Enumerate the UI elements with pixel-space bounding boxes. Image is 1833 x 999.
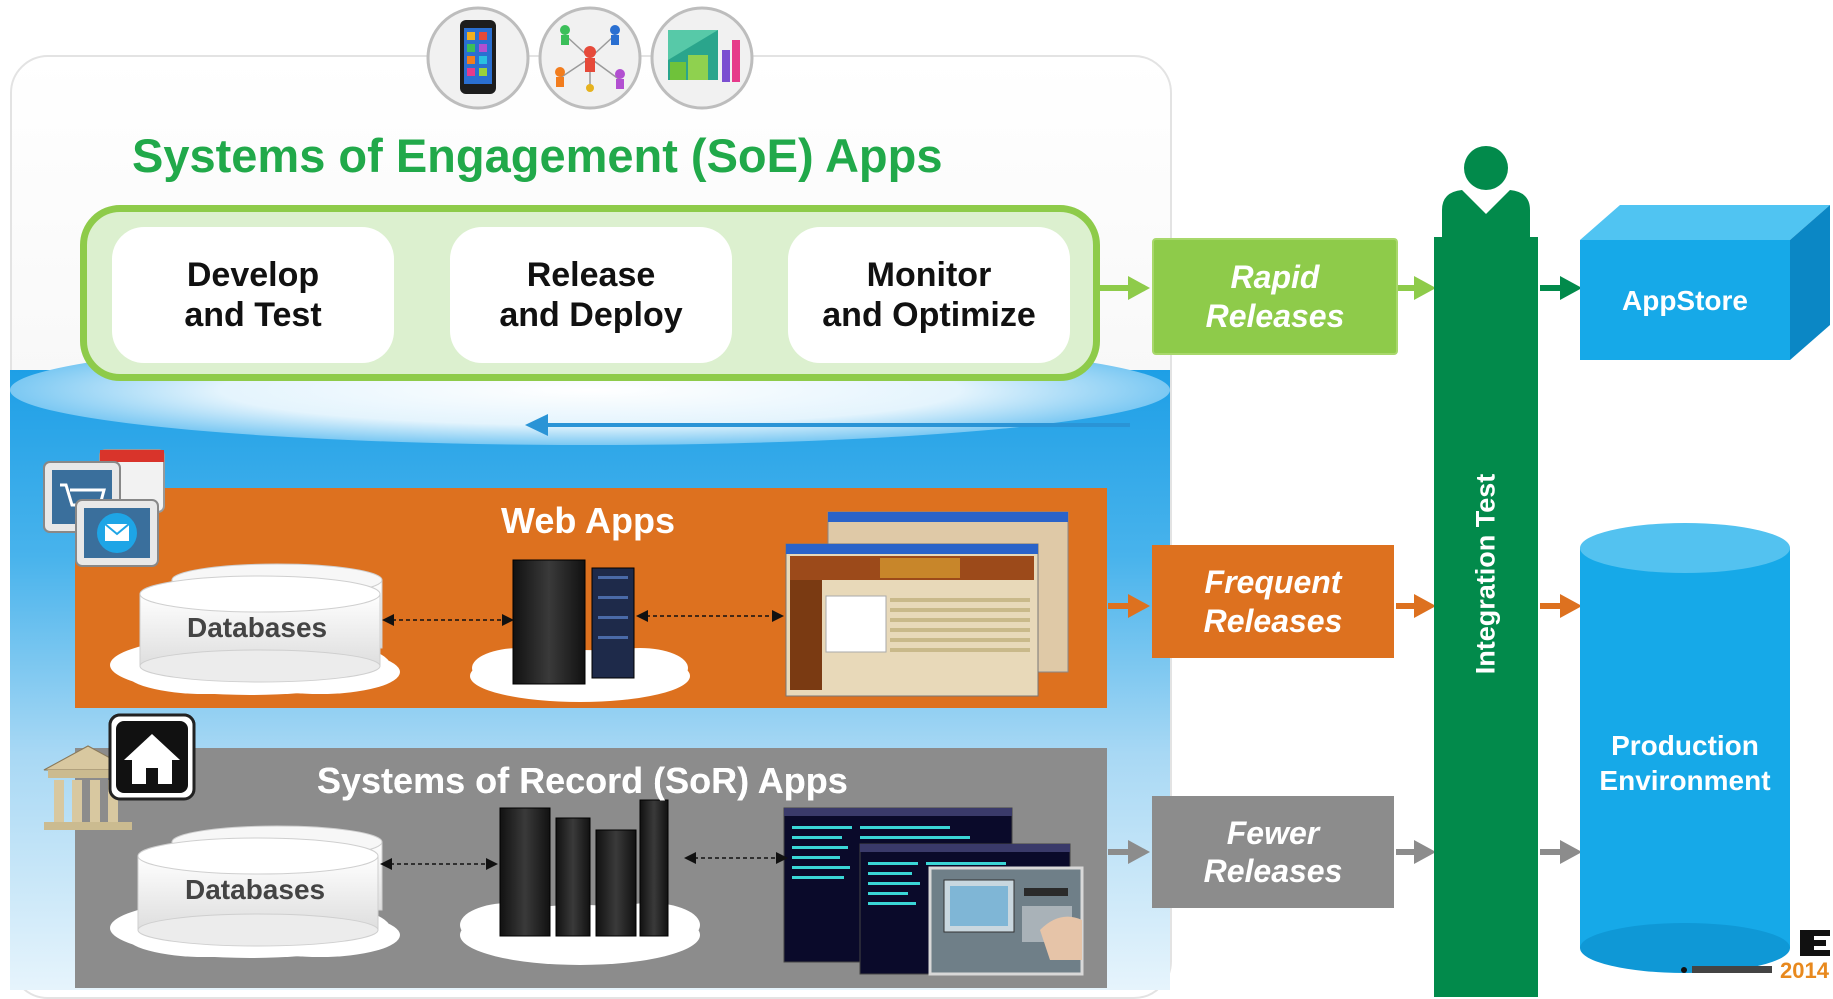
production-cylinder	[1580, 523, 1790, 973]
develop-test-step: Develop and Test	[112, 227, 394, 363]
rapid-releases-box: Rapid Releases	[1152, 238, 1398, 355]
monitor-optimize-step: Monitor and Optimize	[788, 227, 1070, 363]
integration-test-label: Integration Test	[1470, 473, 1501, 675]
footer-logo	[1681, 930, 1830, 973]
web-apps-title: Web Apps	[501, 500, 676, 541]
sor-apps-title: Systems of Record (SoR) Apps	[317, 760, 848, 801]
return-flow-arrow	[525, 414, 1130, 436]
fewer-releases-box: Fewer Releases	[1152, 796, 1394, 908]
production-environment-label: Production Environment	[1599, 730, 1771, 796]
flow-arrows-orange	[1108, 594, 1582, 618]
sor-databases-label-overlay: Databases	[185, 874, 326, 905]
appstore-label: AppStore	[1622, 285, 1748, 316]
footer-year: 2014	[1780, 958, 1829, 983]
integration-test-pillar	[1434, 237, 1538, 997]
sor-apps-title-overlay: Systems of Record (SoR) Apps	[317, 760, 848, 801]
user-icon	[1442, 146, 1530, 237]
web-databases-label-overlay: Databases	[187, 612, 328, 643]
release-deploy-step: Release and Deploy	[450, 227, 732, 363]
flow-arrows-gray	[1108, 840, 1582, 864]
soe-title: Systems of Engagement (SoE) Apps	[132, 129, 943, 182]
appstore-cube	[1580, 205, 1830, 360]
analytics-cubes-icon	[650, 6, 754, 110]
frequent-releases-box: Frequent Releases	[1152, 545, 1394, 658]
smartphone-apps-icon	[426, 6, 530, 110]
social-network-icon	[538, 6, 642, 110]
flow-arrows-green	[1100, 276, 1582, 300]
